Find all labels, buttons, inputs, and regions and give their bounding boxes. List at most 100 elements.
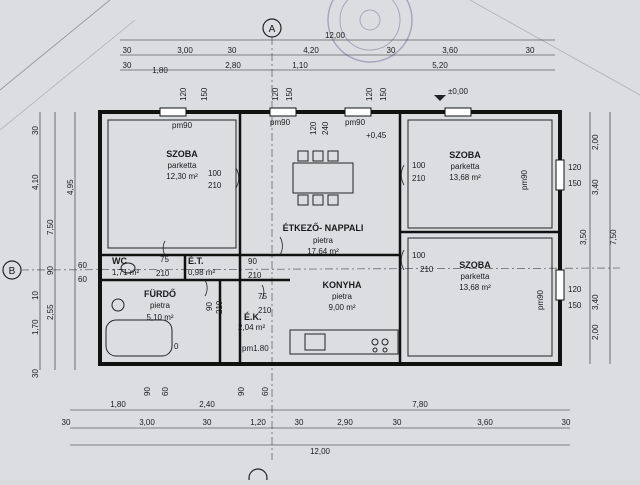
svg-text:1,80: 1,80 <box>152 66 168 75</box>
svg-text:120: 120 <box>271 87 280 101</box>
svg-text:10: 10 <box>31 291 40 300</box>
level-mark: ±0,00 <box>434 87 469 101</box>
svg-text:2,90: 2,90 <box>337 418 353 427</box>
svg-text:7,50: 7,50 <box>609 229 618 245</box>
bathtub <box>105 298 173 357</box>
svg-text:100: 100 <box>412 251 426 260</box>
svg-text:pm90: pm90 <box>536 289 545 310</box>
svg-text:60: 60 <box>261 387 270 396</box>
svg-text:30: 30 <box>31 369 40 378</box>
svg-text:1,20: 1,20 <box>250 418 266 427</box>
sill-label: pm90 <box>172 121 193 130</box>
room-etkezo-nappali: ÉTKEZŐ- NAPPALI pietra 17,64 m² <box>283 222 364 256</box>
svg-text:30: 30 <box>31 126 40 135</box>
svg-text:pietra: pietra <box>150 301 171 310</box>
official-stamp <box>327 0 413 63</box>
svg-text:7,80: 7,80 <box>412 400 428 409</box>
room-szoba-3: SZOBA parketta 13,68 m² <box>459 260 491 292</box>
room-ek: É.K. 2,04 m² <box>238 312 265 332</box>
svg-text:90: 90 <box>237 387 246 396</box>
svg-text:3,60: 3,60 <box>477 418 493 427</box>
svg-text:2,80: 2,80 <box>225 61 241 70</box>
svg-text:210: 210 <box>208 181 222 190</box>
svg-text:SZOBA: SZOBA <box>459 260 491 270</box>
top-dimensions <box>120 39 555 71</box>
exterior-walls <box>98 110 562 366</box>
svg-text:30: 30 <box>393 418 402 427</box>
svg-text:75: 75 <box>258 292 267 301</box>
right-windows <box>555 159 565 301</box>
floor-level-label: +0,45 <box>366 131 387 140</box>
svg-text:30: 30 <box>228 46 237 55</box>
svg-text:60: 60 <box>161 387 170 396</box>
svg-text:150: 150 <box>379 87 388 101</box>
svg-text:2,40: 2,40 <box>199 400 215 409</box>
room-szoba-1: SZOBA parketta 12,30 m² <box>166 149 198 181</box>
room-et: É.T. 0,98 m² <box>188 256 215 277</box>
svg-text:30: 30 <box>526 46 535 55</box>
svg-text:30: 30 <box>123 61 132 70</box>
svg-text:pm1.80: pm1.80 <box>242 344 269 353</box>
svg-text:1,80: 1,80 <box>110 400 126 409</box>
doors <box>162 164 405 300</box>
svg-text:7,50: 7,50 <box>46 219 55 235</box>
svg-text:150: 150 <box>285 87 294 101</box>
svg-text:90: 90 <box>46 266 55 275</box>
svg-text:3,40: 3,40 <box>591 179 600 195</box>
left-dimensions <box>39 112 76 370</box>
svg-text:2,04 m²: 2,04 m² <box>238 323 265 332</box>
svg-text:60: 60 <box>78 261 87 270</box>
right-dimensions <box>589 112 611 364</box>
svg-text:120: 120 <box>309 121 318 135</box>
svg-text:3,50: 3,50 <box>579 229 588 245</box>
bottom-small-marks: 90 60 90 60 <box>143 387 270 396</box>
svg-text:5,20: 5,20 <box>432 61 448 70</box>
sill-label: pm90 <box>270 118 291 127</box>
svg-text:210: 210 <box>258 306 272 315</box>
axis-marker-bottom <box>248 468 268 485</box>
svg-text:3,00: 3,00 <box>139 418 155 427</box>
sill-label: pm90 <box>345 118 366 127</box>
kitchen-counter <box>289 329 399 355</box>
svg-text:150: 150 <box>200 87 209 101</box>
svg-text:ÉTKEZŐ- NAPPALI: ÉTKEZŐ- NAPPALI <box>283 222 364 233</box>
svg-text:120: 120 <box>568 285 582 294</box>
svg-text:WC: WC <box>112 256 127 266</box>
svg-text:3,00: 3,00 <box>177 46 193 55</box>
svg-text:30: 30 <box>562 418 571 427</box>
svg-text:150: 150 <box>568 179 582 188</box>
bottom-dims-row1: 1,80 2,40 7,80 <box>110 400 428 409</box>
svg-text:3,40: 3,40 <box>591 294 600 310</box>
svg-text:KONYHA: KONYHA <box>322 280 362 290</box>
level-mark-label: ±0,00 <box>448 87 469 96</box>
toilet <box>120 262 136 274</box>
svg-text:É.K.: É.K. <box>244 312 262 322</box>
svg-text:2,00: 2,00 <box>591 134 600 150</box>
svg-text:90: 90 <box>143 387 152 396</box>
top-windows <box>159 107 472 117</box>
svg-text:4,95: 4,95 <box>66 179 75 195</box>
svg-text:90: 90 <box>248 257 257 266</box>
inner-wall-lines <box>107 119 553 357</box>
svg-text:13,68 m²: 13,68 m² <box>449 173 481 182</box>
top-dims-row3: 30 1,80 2,80 1,10 5,20 <box>123 61 449 75</box>
room-furdo: FÜRDŐ pietra 5,10 m² <box>144 288 176 322</box>
svg-text:pm90: pm90 <box>520 169 529 190</box>
svg-text:150: 150 <box>568 301 582 310</box>
svg-text:120: 120 <box>568 163 582 172</box>
svg-text:0,98 m²: 0,98 m² <box>188 268 215 277</box>
dim-total-top: 12,00 <box>325 31 346 40</box>
svg-text:SZOBA: SZOBA <box>166 149 198 159</box>
dining-table <box>292 150 354 206</box>
paper-edge-line <box>469 0 640 96</box>
svg-text:SZOBA: SZOBA <box>449 150 481 160</box>
room-wc: WC 1,71 m² <box>112 256 139 277</box>
svg-text:parketta: parketta <box>461 272 490 281</box>
left-dim-labels: 30 4,10 10 1,70 30 7,50 90 2,55 4,95 60 … <box>31 126 87 378</box>
svg-text:75: 75 <box>160 255 169 264</box>
svg-text:parketta: parketta <box>168 161 197 170</box>
svg-text:30: 30 <box>295 418 304 427</box>
room-szoba-2: SZOBA parketta 13,68 m² <box>449 150 481 182</box>
